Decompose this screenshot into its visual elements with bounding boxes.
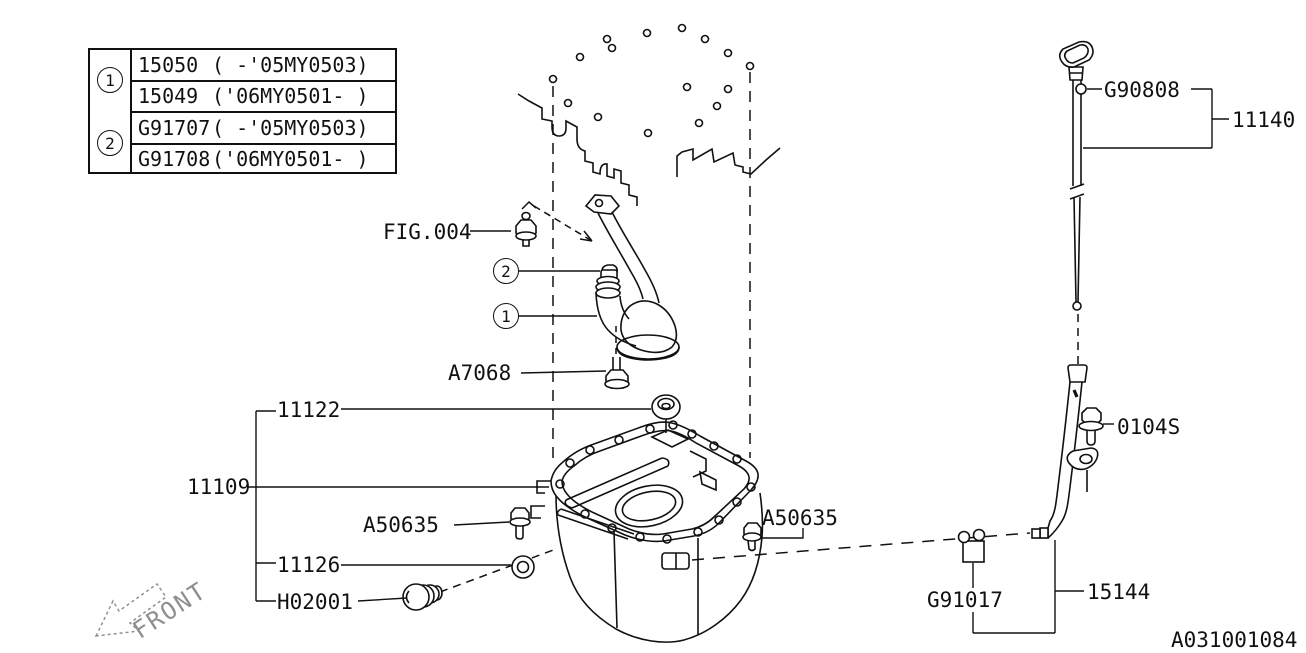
callout-11126[interactable]: 11126 xyxy=(277,553,341,577)
alignment-dashed-lines xyxy=(552,72,751,458)
table-part-number[interactable]: 15049 xyxy=(138,84,199,108)
table-row-line xyxy=(130,142,395,145)
tube-clip-drawing xyxy=(1066,447,1099,492)
tube-bracket-g91017-drawing xyxy=(957,528,986,563)
front-direction-arrow: FRONT xyxy=(94,576,212,645)
table-row-line xyxy=(130,79,395,82)
pan-flange-holes xyxy=(555,420,756,544)
dipstick-tube-drawing xyxy=(1031,364,1088,539)
strainer-neck xyxy=(595,269,637,347)
callout-ref-2[interactable]: 2 xyxy=(493,258,519,284)
a7068-bolt-drawing xyxy=(604,357,630,390)
callout-11122[interactable]: 11122 xyxy=(277,398,341,422)
dipstick-drawing xyxy=(1058,40,1094,311)
callout-11109[interactable]: 11109 xyxy=(187,475,251,499)
callout-fig004[interactable]: FIG.004 xyxy=(383,220,472,244)
callout-a50635-left[interactable]: A50635 xyxy=(363,513,439,537)
oil-strainer-drawing xyxy=(584,194,680,361)
table-part-number[interactable]: G91707 xyxy=(138,116,211,140)
table-row-line xyxy=(130,111,395,113)
drain-washer-drawing xyxy=(511,555,535,579)
dipstick-oring xyxy=(1075,83,1087,95)
callout-a50635-right[interactable]: A50635 xyxy=(762,506,838,530)
table-applicability: ('06MY0501- ) xyxy=(212,84,369,108)
table-applicability: ( -'05MY0503) xyxy=(212,116,369,140)
a50635-bolt-left-drawing xyxy=(509,507,531,540)
callout-15144[interactable]: 15144 xyxy=(1087,580,1151,604)
front-label: FRONT xyxy=(128,576,212,644)
table-part-number[interactable]: G91708 xyxy=(138,147,211,171)
table-ref-2: 2 xyxy=(97,130,123,156)
block-bolt-holes xyxy=(548,23,755,138)
gauge-seal-drawing xyxy=(651,394,681,420)
callout-0104s[interactable]: 0104S xyxy=(1117,415,1181,439)
callout-g91017[interactable]: G91017 xyxy=(927,588,1003,612)
drawing-number: A031001084 xyxy=(1171,628,1298,652)
fig004-bolt-drawing xyxy=(515,200,593,247)
callout-11140[interactable]: 11140 xyxy=(1232,108,1296,132)
callout-ref-1[interactable]: 1 xyxy=(493,303,519,329)
table-part-number[interactable]: 15050 xyxy=(138,53,199,77)
callout-g90808[interactable]: G90808 xyxy=(1104,78,1180,102)
leader-lines xyxy=(247,88,1229,634)
engine-block-outline xyxy=(517,23,781,206)
table-ref-1: 1 xyxy=(97,67,123,93)
table-applicability: ('06MY0501- ) xyxy=(212,147,369,171)
callout-h02001[interactable]: H02001 xyxy=(277,590,353,614)
a50635-bolt-right-drawing xyxy=(742,522,762,552)
oil-pan-drawing xyxy=(530,419,764,643)
tube-bolt-0104s-drawing xyxy=(1078,407,1104,446)
parts-table: 1 2 15050 ( -'05MY0503) 15049 ('06MY0501… xyxy=(88,48,397,174)
callout-a7068[interactable]: A7068 xyxy=(448,361,512,385)
table-applicability: ( -'05MY0503) xyxy=(212,53,369,77)
drain-plug-drawing xyxy=(402,583,443,611)
